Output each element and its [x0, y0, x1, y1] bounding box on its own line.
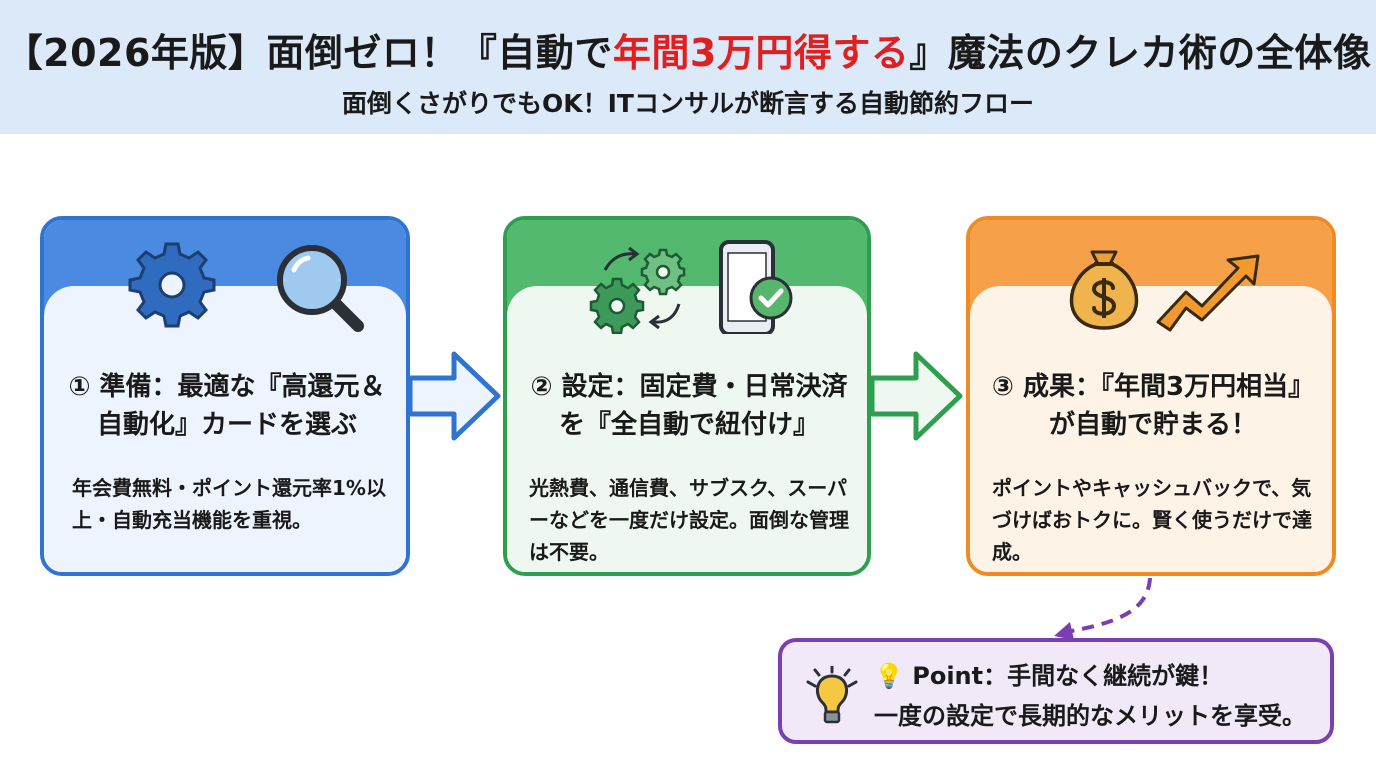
point-callout: 💡 Point：手間なく継続が鍵！ 一度の設定で長期的なメリットを享受。 [778, 638, 1334, 744]
page-subtitle: 面倒くさがりでもOK！ITコンサルが断言する自動節約フロー [342, 89, 1034, 118]
point-title: 💡 Point：手間なく継続が鍵！ [874, 662, 1224, 690]
step-description: 年会費無料・ポイント還元率1%以上・自動充当機能を重視。 [72, 476, 386, 532]
step-description: ポイントやキャッシュバックで、気づけばおトクに。賢く使うだけで達成。 [992, 476, 1312, 564]
gear-icon [128, 242, 216, 328]
trend-up-arrow-icon [1156, 254, 1260, 332]
step-card-setup: ② 設定：固定費・日常決済を『全自動で紐付け』 光熱費、通信費、サブスク、スーパ… [503, 216, 871, 576]
card-body [507, 286, 867, 572]
card-body [44, 286, 406, 572]
flow-arrow-2 [869, 351, 963, 441]
step-card-result: ③ 成果：『年間3万円相当』が自動で貯まる！ ポイントやキャッシュバックで、気づ… [966, 216, 1336, 576]
title-text-after: 』魔法のクレカ術の全体像 [909, 31, 1372, 75]
step-heading: ① 準備：最適な『高還元＆自動化』カードを選ぶ [68, 372, 386, 440]
lightbulb-icon [806, 666, 858, 724]
card-icons [44, 234, 406, 334]
point-text: 一度の設定で長期的なメリットを享受。 [874, 702, 1306, 730]
header-banner: 【2026年版】面倒ゼロ！『自動で年間3万円得する』魔法のクレカ術の全体像 面倒… [0, 0, 1376, 134]
smartphone-check-icon [719, 240, 793, 336]
card-icons [507, 234, 867, 336]
step-description: 光熱費、通信費、サブスク、スーパーなどを一度だけ設定。面倒な管理は不要。 [529, 476, 849, 564]
step-card-prepare: ① 準備：最適な『高還元＆自動化』カードを選ぶ 年会費無料・ポイント還元率1%以… [40, 216, 410, 576]
title-highlight: 年間3万円得する [612, 31, 910, 75]
magnifier-icon [277, 245, 364, 332]
card-body [970, 286, 1332, 572]
step-heading: ② 設定：固定費・日常決済を『全自動で紐付け』 [530, 372, 848, 440]
money-bag-icon [1069, 250, 1139, 330]
card-icons [970, 234, 1332, 334]
sync-gears-icon [589, 246, 686, 335]
page-title: 【2026年版】面倒ゼロ！『自動で年間3万円得する』魔法のクレカ術の全体像 [0, 22, 1376, 77]
title-text-before: 【2026年版】面倒ゼロ！『自動で [4, 31, 613, 75]
step-heading: ③ 成果：『年間3万円相当』が自動で貯まる！ [991, 372, 1315, 440]
point-connector-arrow [1054, 577, 1152, 640]
flow-arrow-1 [407, 351, 501, 441]
